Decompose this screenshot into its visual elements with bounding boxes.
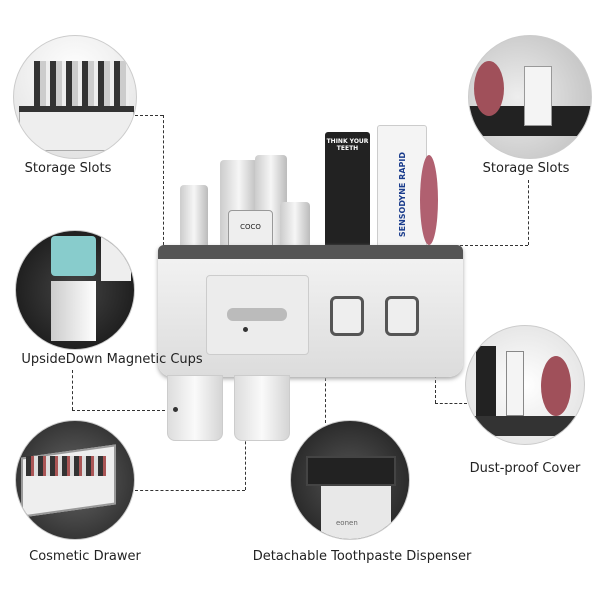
leader-line (435, 403, 467, 404)
leader-line (72, 410, 175, 411)
label-storage-slots-right: Storage Slots (482, 161, 570, 176)
label-storage-slots-left: Storage Slots (24, 161, 112, 176)
label-dust-cover: Dust-proof Cover (469, 461, 581, 476)
leader-line (135, 490, 245, 491)
leader-line (528, 180, 529, 245)
magnetic-cups-photo (15, 230, 135, 350)
storage-slots-left-photo (13, 35, 137, 159)
leader-dot (173, 407, 178, 412)
leader-dot (243, 327, 248, 332)
black-toothpaste-tube: THINK YOUR TEETH (325, 132, 370, 254)
tube-text: SENSODYNE RAPID (397, 152, 407, 238)
dust-cover-photo (465, 325, 585, 445)
toothpaste-dispenser (385, 296, 419, 336)
leader-line (163, 115, 164, 245)
label-cosmetic-drawer: Cosmetic Drawer (29, 549, 141, 564)
label-toothpaste-dispenser: Detachable Toothpaste Dispenser (252, 549, 472, 564)
leader-line (135, 115, 163, 116)
storage-slots-right-photo (468, 35, 592, 159)
leader-line (325, 378, 326, 423)
leader-line (72, 370, 73, 410)
dispenser-brand-text: eonen (336, 519, 358, 527)
toothpaste-dispenser (330, 296, 364, 336)
label-magnetic-cups: UpsideDown Magnetic Cups (21, 352, 203, 367)
toothpaste-dispenser-photo: eonen (290, 420, 410, 540)
tube-text: THINK YOUR TEETH (326, 138, 369, 152)
cosmetic-drawer-photo (15, 420, 135, 540)
drawer-handle (227, 308, 287, 321)
leader-line (440, 245, 528, 246)
bottle-label-text: COCO (240, 223, 261, 231)
magnetic-cup (234, 375, 290, 441)
